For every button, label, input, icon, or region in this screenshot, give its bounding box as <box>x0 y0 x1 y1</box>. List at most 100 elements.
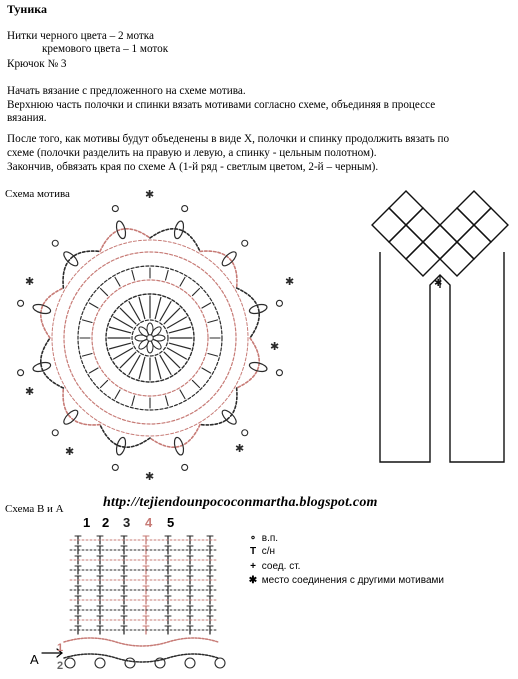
join-marker: ✱ <box>25 385 34 398</box>
join-marker: ✱ <box>235 442 244 455</box>
row-number: 1 <box>57 642 64 654</box>
stitch <box>119 351 137 369</box>
legend-text: в.п. <box>261 533 279 544</box>
stitch <box>32 303 52 315</box>
stitch <box>199 387 238 426</box>
stitch <box>179 389 186 400</box>
stitch <box>199 250 238 289</box>
stitch <box>152 334 166 342</box>
materials-black: Нитки черного цвета – 2 мотка <box>7 30 155 42</box>
legend-text: соед. ст. <box>261 561 301 572</box>
scheme-ba-diagram <box>41 535 226 669</box>
stitch <box>131 269 136 281</box>
stitch <box>40 337 65 389</box>
stitch <box>99 379 109 389</box>
motif-square <box>456 190 492 226</box>
instruction-line: После того, как мотивы будут объеденены … <box>7 133 450 145</box>
stitch <box>275 369 283 377</box>
stitch <box>191 379 201 389</box>
motif-square <box>405 207 441 243</box>
column-number: 4 <box>145 515 153 530</box>
column-number: 3 <box>123 515 131 530</box>
stitch <box>168 342 192 350</box>
stitch <box>63 251 79 267</box>
row-marker-label: A <box>30 652 39 667</box>
stitch <box>191 287 201 297</box>
stitch <box>32 361 52 373</box>
legend-text: с/н <box>261 546 276 557</box>
double-crochet-symbol: T <box>249 546 257 557</box>
stitch <box>154 657 166 669</box>
stitch <box>275 299 283 307</box>
svg-text:✱: ✱ <box>434 278 442 289</box>
stitch <box>108 326 132 334</box>
stitch <box>17 369 25 377</box>
legend-item-join: ✱ место соединения с другими мотивами <box>247 575 444 586</box>
stitch <box>56 648 63 658</box>
stitch <box>241 429 249 437</box>
materials-cream: кремового цвета – 1 моток <box>42 43 169 55</box>
stitch <box>17 299 25 307</box>
stitch <box>88 367 99 374</box>
stitch <box>115 220 127 240</box>
stitch <box>149 228 201 253</box>
stitch <box>51 429 59 437</box>
stitch <box>62 250 101 289</box>
stitch <box>62 387 101 426</box>
motif-square <box>456 224 492 260</box>
motif-label: Схема мотива <box>5 188 70 200</box>
instruction-line: Верхнюю часть полочки и спинки вязать мо… <box>7 99 436 111</box>
stitch <box>207 352 219 357</box>
motif-square <box>388 224 424 260</box>
stitch <box>214 657 226 669</box>
stitch <box>64 657 76 669</box>
motif-square <box>473 207 509 243</box>
stitch <box>181 463 189 471</box>
stitch <box>235 287 260 339</box>
stitch <box>166 316 187 329</box>
join-marker: ✱ <box>285 275 294 288</box>
stitch <box>113 347 134 360</box>
instruction-line: вязания. <box>7 112 47 124</box>
garment-schematic: ✱ <box>371 190 509 463</box>
stitch <box>77 265 223 411</box>
stitch <box>138 296 146 320</box>
stitch <box>99 423 151 448</box>
row-number: 2 <box>57 660 64 672</box>
stitch <box>138 356 146 380</box>
stitch <box>151 339 162 350</box>
column-number: 1 <box>83 515 91 530</box>
stitch <box>115 436 127 456</box>
stitch <box>114 389 121 400</box>
stitch <box>163 307 181 325</box>
column-number: 5 <box>167 515 175 530</box>
stitch <box>94 657 106 669</box>
chain-symbol: ∘ <box>249 533 257 544</box>
stitch <box>201 302 212 309</box>
motif-square <box>439 207 475 243</box>
stitch <box>131 395 136 407</box>
motif-diagram: ✱✱✱✱✱✱✱✱ <box>17 190 294 483</box>
join-marker: ✱ <box>65 445 74 458</box>
stitch <box>99 228 151 253</box>
stitch <box>99 287 109 297</box>
page-title: Туника <box>7 2 47 16</box>
legend-item-slip: + соед. ст. <box>247 561 300 572</box>
column-number: 2 <box>102 515 110 530</box>
stitch <box>51 239 249 437</box>
stitch <box>131 319 169 357</box>
stitch <box>111 463 119 471</box>
stitch <box>63 653 219 663</box>
motif-square <box>439 241 475 277</box>
join-marker: ✱ <box>25 275 34 288</box>
stitch <box>113 316 134 329</box>
materials-hook: Крючок № 3 <box>7 58 67 70</box>
stitch <box>221 409 237 425</box>
stitch <box>235 337 260 389</box>
join-point-symbol: ✱ <box>248 575 258 586</box>
stitch <box>166 347 187 360</box>
stitch <box>105 293 195 383</box>
stitch <box>146 340 154 354</box>
stitch <box>63 637 219 647</box>
stitch <box>163 351 181 369</box>
